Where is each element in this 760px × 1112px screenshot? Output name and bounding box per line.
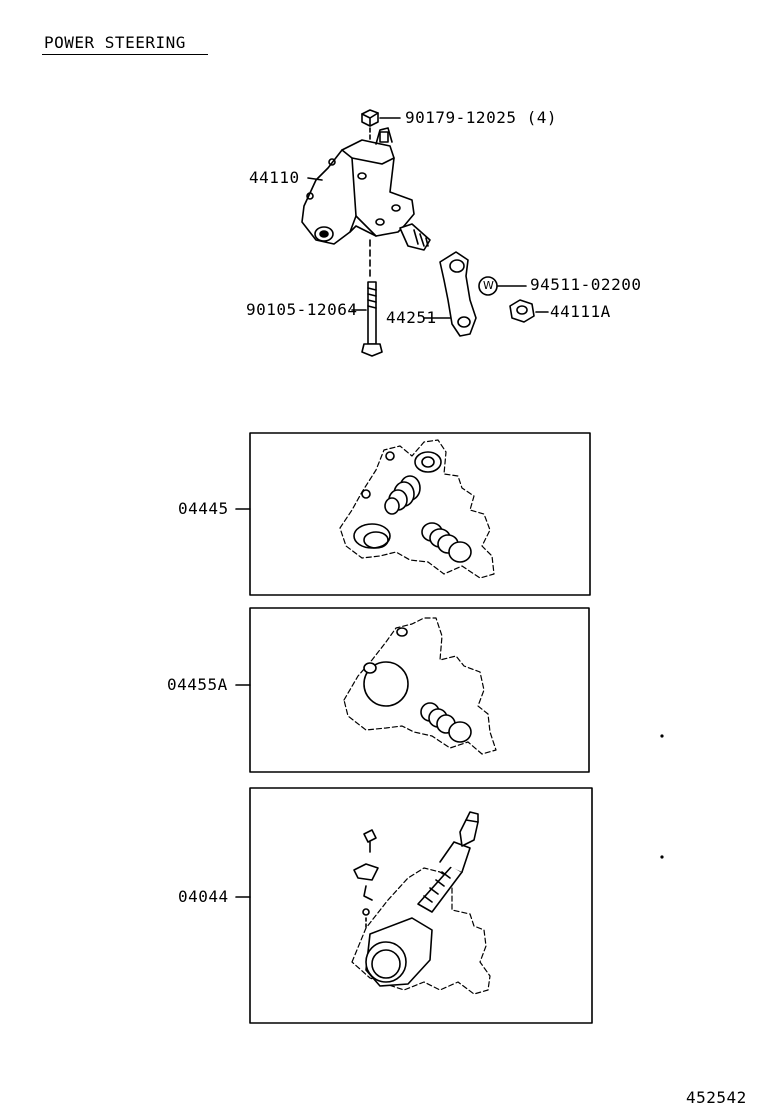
label-pitman-arm: 44251 bbox=[386, 308, 437, 327]
label-nut-top: 90179-12025 (4) bbox=[405, 108, 557, 127]
kit1-seal-kit-drawing bbox=[339, 439, 495, 579]
label-washer: 94511-02200 bbox=[530, 275, 642, 294]
label-gear-housing: 44110 bbox=[249, 168, 300, 187]
pitman-arm-drawing bbox=[423, 251, 477, 337]
kit2-box bbox=[249, 607, 590, 773]
bolt-drawing bbox=[351, 281, 383, 357]
side-nut-drawing bbox=[509, 299, 549, 323]
page-title: POWER STEERING bbox=[44, 33, 186, 52]
label-kit2: 04455A bbox=[167, 675, 228, 694]
label-kit1: 04445 bbox=[178, 499, 229, 518]
label-bolt: 90105-12064 bbox=[246, 300, 358, 319]
kit3-gear-kit-drawing bbox=[351, 811, 491, 995]
label-nut-side: 44111A bbox=[550, 302, 611, 321]
top-nut-drawing bbox=[361, 109, 401, 127]
washer-symbol: W bbox=[483, 279, 495, 292]
washer-drawing bbox=[478, 276, 527, 296]
kit2-gasket-kit-drawing bbox=[343, 617, 497, 755]
page-id: 452542 bbox=[686, 1088, 747, 1107]
steering-gear-housing-drawing bbox=[301, 127, 431, 281]
kit3-box bbox=[249, 787, 593, 1024]
label-kit3: 04044 bbox=[178, 887, 229, 906]
title-underline bbox=[42, 54, 208, 55]
kit1-box bbox=[249, 432, 591, 596]
